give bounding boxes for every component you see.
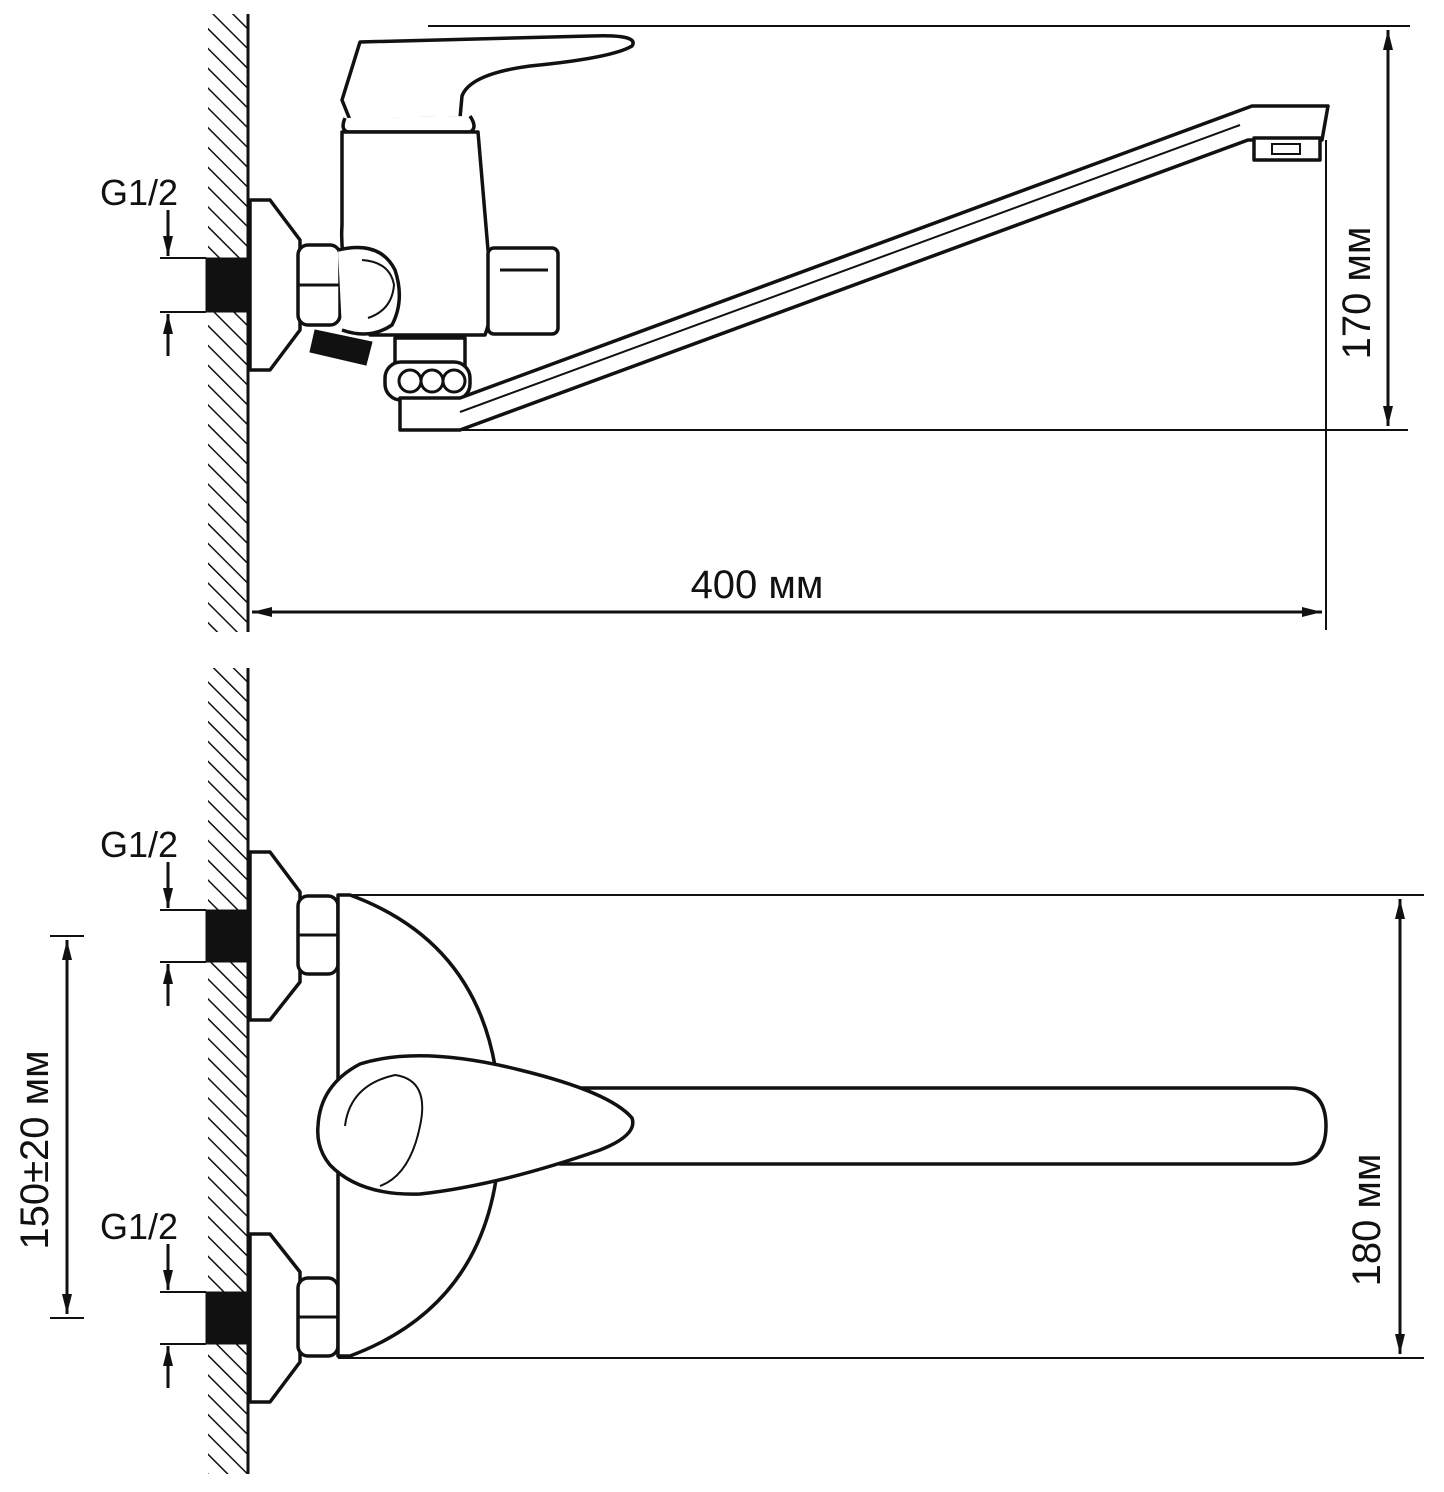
plan-depth-label: 180 мм [1345,1154,1389,1287]
side-handle-base [341,115,476,134]
side-pipe-stub [205,257,249,313]
plan-wall [208,668,250,1474]
side-spout-nut [383,336,472,402]
plan-bottom-pipe-stub [205,1291,249,1345]
plan-top-thread-dimension: G1/2 [100,824,206,1006]
plan-lever-handle [316,1054,635,1196]
plan-spacing-label: 150±20 мм [13,1050,57,1249]
side-diverter-knob [486,246,560,336]
plan-bottom-nut [296,1276,340,1358]
plan-bottom-thread-dimension: G1/2 [100,1206,206,1388]
side-height-label: 170 мм [1335,227,1379,360]
side-aerator [1252,136,1322,162]
side-inlet-plug [309,329,373,366]
side-nut [296,243,342,327]
side-width-label: 400 мм [691,563,824,607]
side-wall-flange [248,198,302,372]
side-lever-handle [340,33,635,122]
plan-top-flange [248,850,302,1022]
plan-bottom-thread-label: G1/2 [100,1206,178,1247]
plan-bottom-flange [248,1232,302,1404]
plan-top-nut [296,894,340,976]
side-thread-label: G1/2 [100,172,178,213]
side-view: 170 мм 400 мм G1/2 [100,14,1410,632]
plan-top-thread-label: G1/2 [100,824,178,865]
plan-spout [558,1086,1328,1166]
plan-top-pipe-stub [205,909,249,963]
side-eccentric [337,245,402,336]
side-wall [208,14,250,632]
side-thread-dimension: G1/2 [100,172,206,356]
plan-view: 180 мм 150±20 мм G1/2 G1/2 [13,668,1424,1474]
